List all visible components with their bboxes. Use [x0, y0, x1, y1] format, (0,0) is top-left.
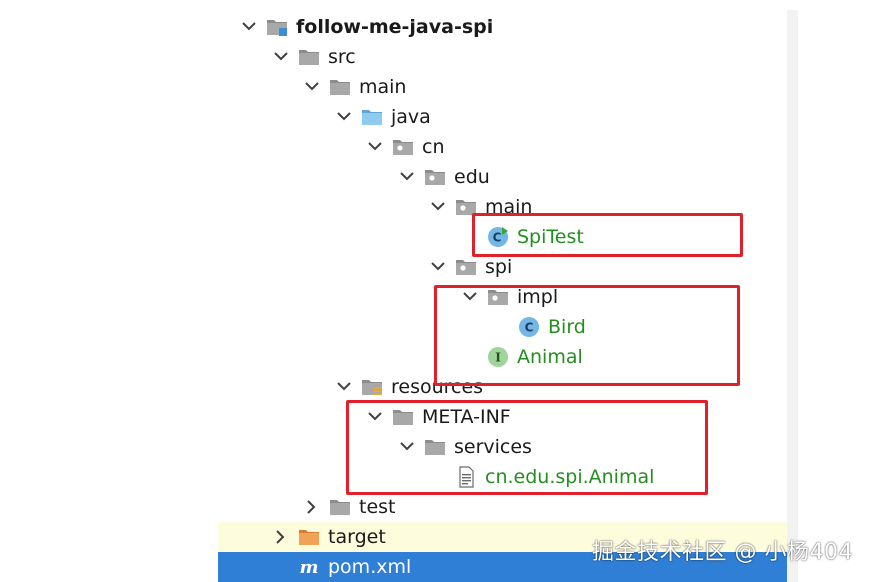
package-icon	[455, 196, 477, 218]
folder-icon	[392, 406, 414, 428]
package-icon	[487, 286, 509, 308]
tree-item-label: src	[328, 46, 356, 68]
tree-item-src[interactable]: src	[218, 42, 798, 72]
tree-item-service-file[interactable]: cn.edu.spi.Animal	[218, 462, 798, 492]
tree-item-impl[interactable]: impl	[218, 282, 798, 312]
tree-item-label: main	[485, 196, 533, 218]
tree-item-label: java	[391, 106, 431, 128]
tree-item-services[interactable]: services	[218, 432, 798, 462]
tree-item-label: Bird	[548, 316, 586, 338]
folder-icon	[329, 76, 351, 98]
chevron-spacer	[459, 346, 481, 368]
chevron-down-icon[interactable]	[396, 166, 418, 188]
chevron-down-icon[interactable]	[301, 76, 323, 98]
folder-icon	[298, 46, 320, 68]
folder-icon	[329, 496, 351, 518]
package-icon	[455, 256, 477, 278]
watermark: 掘金技术社区 @ 小杨404	[592, 540, 853, 565]
excluded-folder-icon	[298, 526, 320, 548]
folder-icon	[424, 436, 446, 458]
resources-folder-icon	[361, 376, 383, 398]
chevron-right-icon[interactable]	[301, 496, 323, 518]
scrollbar[interactable]	[787, 10, 798, 582]
tree-item-cn[interactable]: cn	[218, 132, 798, 162]
tree-item-label: cn.edu.spi.Animal	[485, 466, 655, 488]
tree-item-project[interactable]: follow-me-java-spi	[218, 12, 798, 42]
chevron-spacer	[270, 556, 292, 578]
tree-item-label: main	[359, 76, 407, 98]
tree-item-resources[interactable]: resources	[218, 372, 798, 402]
tree-item-animal[interactable]: I Animal	[218, 342, 798, 372]
chevron-down-icon[interactable]	[364, 406, 386, 428]
chevron-down-icon[interactable]	[364, 136, 386, 158]
chevron-down-icon[interactable]	[427, 256, 449, 278]
svg-text:m: m	[299, 557, 318, 578]
tree-item-label: spi	[485, 256, 513, 278]
tree-item-label: edu	[454, 166, 490, 188]
class-icon: C	[518, 316, 540, 338]
tree-item-main-pkg[interactable]: main	[218, 192, 798, 222]
chevron-down-icon[interactable]	[270, 46, 292, 68]
tree-item-edu[interactable]: edu	[218, 162, 798, 192]
tree-item-label: pom.xml	[328, 556, 412, 578]
chevron-spacer	[427, 466, 449, 488]
chevron-down-icon[interactable]	[333, 106, 355, 128]
tree-item-label: SpiTest	[517, 226, 584, 248]
source-folder-icon	[361, 106, 383, 128]
chevron-right-icon[interactable]	[270, 526, 292, 548]
tree-item-pom[interactable]: m pom.xml	[218, 552, 798, 582]
chevron-down-icon[interactable]	[427, 196, 449, 218]
runnable-class-icon: C	[487, 226, 509, 248]
package-icon	[392, 136, 414, 158]
tree-item-label: follow-me-java-spi	[296, 16, 494, 38]
tree-item-spi[interactable]: spi	[218, 252, 798, 282]
tree-item-label: target	[328, 526, 386, 548]
tree-item-label: resources	[391, 376, 484, 398]
tree-item-java[interactable]: java	[218, 102, 798, 132]
chevron-spacer	[459, 226, 481, 248]
module-icon	[266, 16, 288, 38]
tree-item-label: impl	[517, 286, 559, 308]
tree-item-label: services	[454, 436, 532, 458]
chevron-down-icon[interactable]	[238, 16, 260, 38]
tree-item-spitest[interactable]: C SpiTest	[218, 222, 798, 252]
svg-text:C: C	[493, 231, 502, 245]
maven-icon: m	[298, 556, 320, 578]
chevron-down-icon[interactable]	[396, 436, 418, 458]
svg-text:I: I	[495, 351, 501, 365]
package-icon	[424, 166, 446, 188]
chevron-spacer	[490, 316, 512, 338]
chevron-down-icon[interactable]	[459, 286, 481, 308]
tree-item-main[interactable]: main	[218, 72, 798, 102]
text-file-icon	[455, 466, 477, 488]
tree-item-bird[interactable]: C Bird	[218, 312, 798, 342]
tree-item-target[interactable]: target	[218, 522, 798, 552]
tree-item-label: test	[359, 496, 396, 518]
svg-text:C: C	[525, 321, 534, 335]
tree-item-test[interactable]: test	[218, 492, 798, 522]
tree-item-label: Animal	[517, 346, 583, 368]
tree-item-label: META-INF	[422, 406, 511, 428]
interface-icon: I	[487, 346, 509, 368]
tree-item-meta-inf[interactable]: META-INF	[218, 402, 798, 432]
tree-item-label: cn	[422, 136, 445, 158]
chevron-down-icon[interactable]	[333, 376, 355, 398]
